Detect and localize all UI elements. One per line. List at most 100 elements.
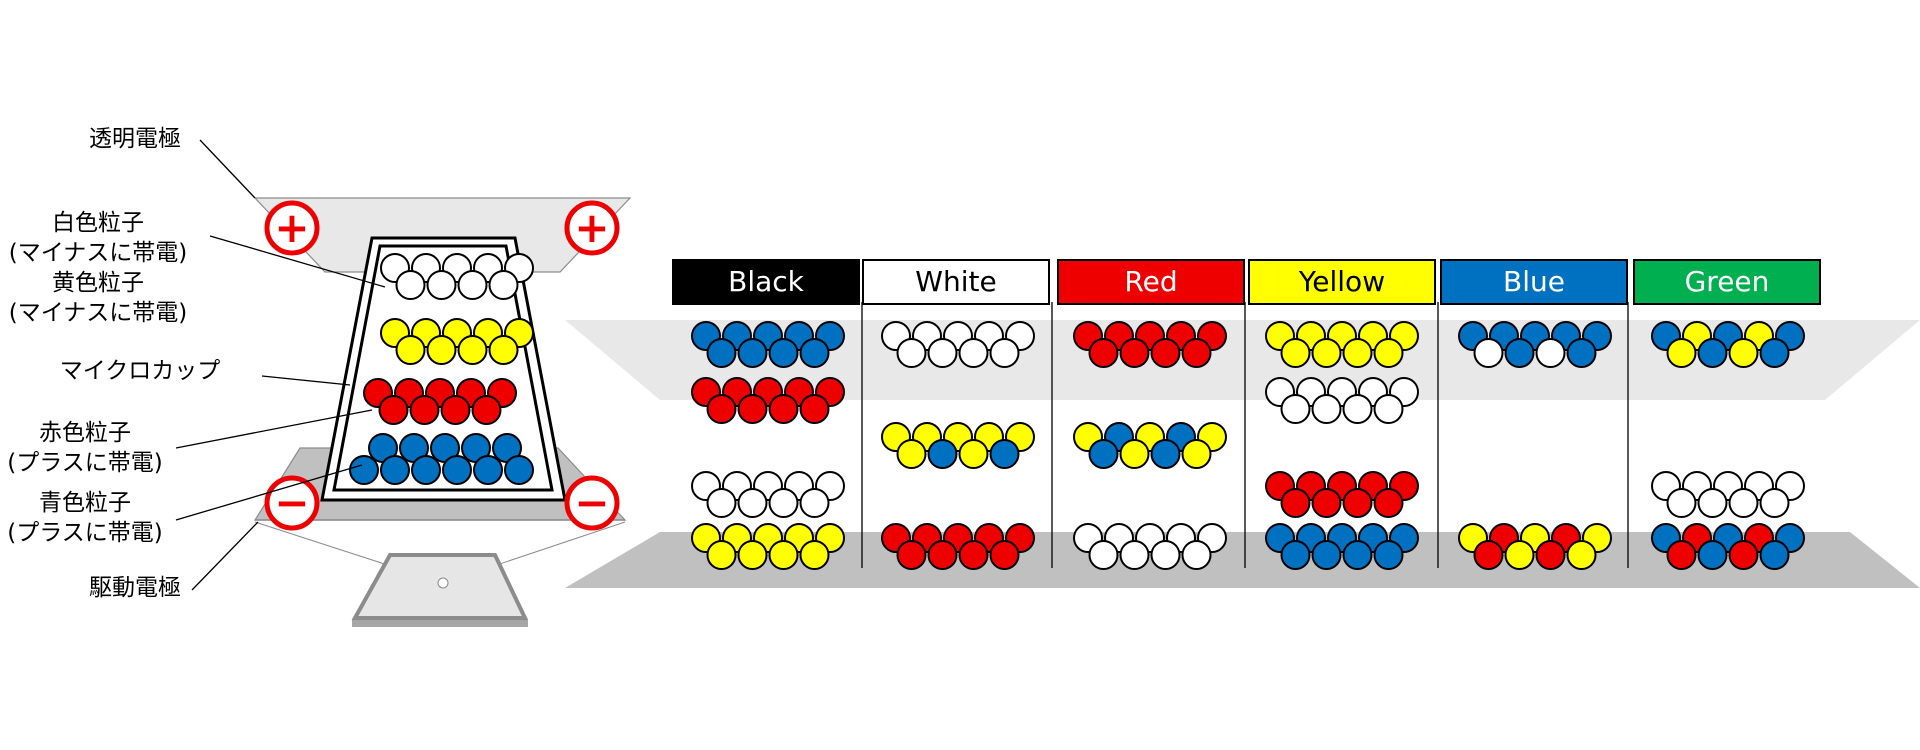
yellow-particle	[706, 540, 737, 570]
red-particle	[1280, 488, 1311, 518]
header-red	[1057, 259, 1245, 305]
label-blue-particle: 青色粒子	[39, 490, 131, 516]
label-white-particle-charge: (マイナスに帯電)	[9, 240, 188, 266]
white-particle	[896, 338, 927, 368]
red-particle	[768, 394, 799, 424]
blue-particle	[1697, 338, 1728, 368]
plus-symbol: +	[274, 203, 309, 252]
red-particle	[409, 395, 440, 425]
white-particle	[1311, 394, 1342, 424]
yellow-particle	[799, 540, 830, 570]
red-particle	[737, 394, 768, 424]
label-white-particle: 白色粒子	[52, 210, 144, 236]
red-particle	[1088, 338, 1119, 368]
header-label: Yellow	[1298, 265, 1385, 298]
yellow-particle	[1666, 338, 1697, 368]
white-particle	[1280, 394, 1311, 424]
white-particle	[1373, 394, 1404, 424]
header-white	[862, 259, 1050, 305]
red-particle	[927, 540, 958, 570]
header-green	[1633, 259, 1821, 305]
header-label: Green	[1685, 265, 1770, 298]
white-particle	[1535, 338, 1566, 368]
red-particle	[1728, 540, 1759, 570]
white-particle	[768, 488, 799, 518]
white-particle	[1728, 488, 1759, 518]
label-drive-electrode: 駆動電極	[89, 575, 181, 601]
label-red-particle-charge: (プラスに帯電)	[7, 450, 163, 476]
red-particle	[1181, 338, 1212, 368]
column-green: Green	[1633, 259, 1821, 570]
label-microcup: マイクロカップ	[60, 358, 221, 384]
white-particle	[927, 338, 958, 368]
white-particle	[737, 488, 768, 518]
blue-particle	[1280, 540, 1311, 570]
blue-particle	[349, 455, 379, 485]
blue-particle	[1759, 540, 1790, 570]
column-red: Red	[1057, 259, 1245, 570]
yellow-particle	[1280, 338, 1311, 368]
red-particle	[706, 394, 737, 424]
yellow-particle	[1342, 338, 1373, 368]
label-transparent-electrode: 透明電極	[89, 126, 181, 152]
yellow-particle	[1311, 338, 1342, 368]
blue-particle	[1342, 540, 1373, 570]
white-particle	[958, 338, 989, 368]
header-label: Black	[728, 265, 805, 298]
white-particle	[395, 270, 426, 300]
yellow-particle	[958, 439, 989, 469]
white-particle	[1088, 540, 1119, 570]
yellow-particle	[1728, 338, 1759, 368]
plus-sign-right: +	[564, 200, 620, 256]
minus-symbol: −	[574, 478, 609, 527]
header-black	[672, 259, 860, 305]
microcup-inner	[332, 244, 554, 492]
blue-particle	[411, 455, 441, 485]
blue-particle	[1504, 338, 1535, 368]
blue-particle	[737, 338, 768, 368]
label-yellow-particle-charge: (マイナスに帯電)	[9, 300, 188, 326]
blue-particle	[1759, 338, 1790, 368]
blue-particle	[1150, 439, 1181, 469]
blue-particle	[380, 455, 410, 485]
blue-particle	[1566, 338, 1597, 368]
yellow-particle	[488, 335, 519, 365]
yellow-particle	[1566, 540, 1597, 570]
yellow-particle	[896, 439, 927, 469]
white-particle	[426, 270, 457, 300]
blue-particle	[1697, 540, 1728, 570]
column-yellow: Yellow	[1248, 259, 1436, 570]
white-particle	[1342, 394, 1373, 424]
blue-particle	[989, 439, 1020, 469]
microcup-diagram: + + − −	[253, 197, 632, 627]
white-particle	[1150, 540, 1181, 570]
blue-particle	[927, 439, 958, 469]
red-particle	[1535, 540, 1566, 570]
blue-particle	[799, 338, 830, 368]
minus-sign-right: −	[564, 475, 620, 531]
yellow-particle	[1373, 338, 1404, 368]
labels: 透明電極 白色粒子 (マイナスに帯電) 黄色粒子 (マイナスに帯電) マイクロカ…	[7, 126, 386, 601]
red-particle	[1119, 338, 1150, 368]
red-particle	[1373, 488, 1404, 518]
yellow-particle	[1181, 439, 1212, 469]
header-label: White	[915, 265, 996, 298]
red-particle	[1311, 488, 1342, 518]
label-blue-particle-charge: (プラスに帯電)	[7, 520, 163, 546]
blue-particle	[504, 455, 534, 485]
red-particle	[471, 395, 502, 425]
yellow-particle	[457, 335, 488, 365]
yellow-particle	[426, 335, 457, 365]
blue-particle	[1373, 540, 1404, 570]
column-white: White	[862, 259, 1050, 570]
white-particle	[1666, 488, 1697, 518]
white-particle	[799, 488, 830, 518]
white-particle	[1759, 488, 1790, 518]
white-particle	[488, 270, 519, 300]
label-red-particle: 赤色粒子	[39, 420, 131, 446]
header-label: Red	[1124, 265, 1177, 298]
red-particle	[1342, 488, 1373, 518]
